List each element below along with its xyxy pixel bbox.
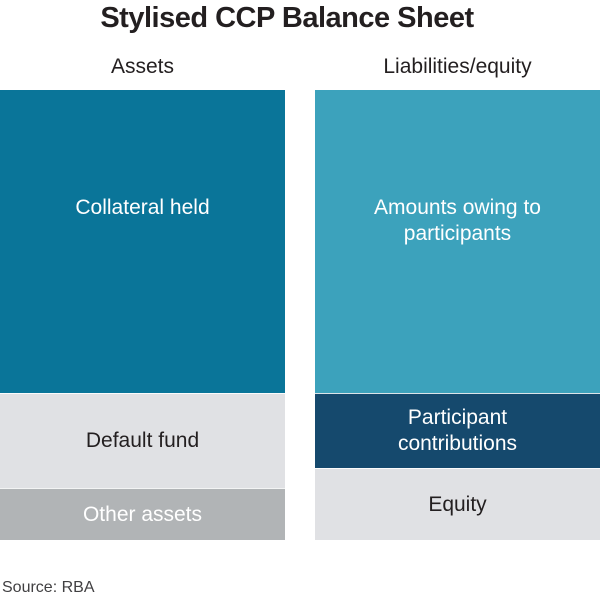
segment-other-assets-label: Other assets bbox=[82, 502, 203, 526]
segment-collateral-held-label: Collateral held bbox=[75, 196, 210, 219]
segment-participant-contributions: Participant contributions bbox=[315, 393, 600, 468]
segment-amounts-owing-label: Amounts owing to participants bbox=[374, 196, 541, 245]
segment-equity-label: Equity bbox=[428, 492, 487, 516]
segment-equity: Equity bbox=[315, 468, 600, 540]
segment-other-assets: Other assets bbox=[0, 488, 285, 540]
figure-title: Stylised CCP Balance Sheet bbox=[100, 2, 474, 34]
segment-amounts-owing: Amounts owing to participants bbox=[315, 90, 600, 393]
segment-default-fund: Default fund bbox=[0, 393, 285, 488]
source-note: Source: RBA bbox=[2, 579, 95, 596]
liabilities-column-header: Liabilities/equity bbox=[383, 55, 532, 78]
liabilities-column: Amounts owing to participants Participan… bbox=[315, 90, 600, 540]
segment-participant-contributions-label: Participant contributions bbox=[397, 406, 518, 455]
segment-collateral-held: Collateral held bbox=[0, 90, 285, 393]
segment-default-fund-label: Default fund bbox=[85, 429, 200, 452]
assets-column: Collateral held Default fund Other asset… bbox=[0, 90, 285, 540]
assets-column-header: Assets bbox=[110, 55, 175, 78]
